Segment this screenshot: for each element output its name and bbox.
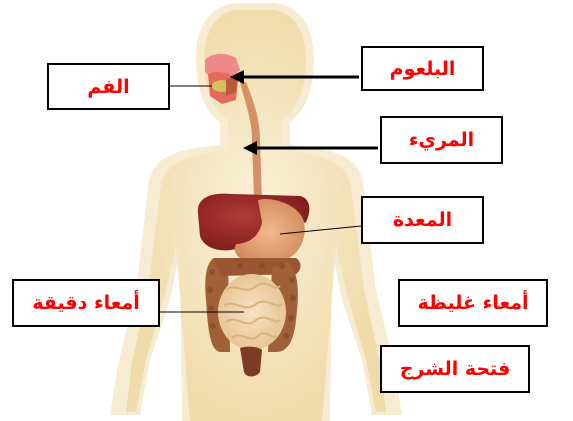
anus-label: فتحة الشرج	[380, 345, 530, 393]
esophagus-label-text: المريء	[409, 129, 474, 151]
mouth-label: الفم	[47, 63, 170, 110]
large-intestine-label-text: أمعاء غليظة	[418, 292, 529, 314]
anus-label-text: فتحة الشرج	[400, 358, 511, 380]
small-intestine-label: أمعاء دقيقة	[12, 279, 160, 327]
stomach-label: المعدة	[361, 196, 484, 244]
large-intestine-label: أمعاء غليظة	[398, 279, 548, 327]
pharynx-label-text: البلعوم	[390, 58, 456, 80]
mouth-label-text: الفم	[87, 76, 129, 98]
pharynx-label: البلعوم	[361, 46, 484, 91]
esophagus-label: المريء	[380, 116, 503, 164]
small-intestine-label-text: أمعاء دقيقة	[32, 292, 140, 314]
stomach-label-text: المعدة	[393, 209, 452, 231]
